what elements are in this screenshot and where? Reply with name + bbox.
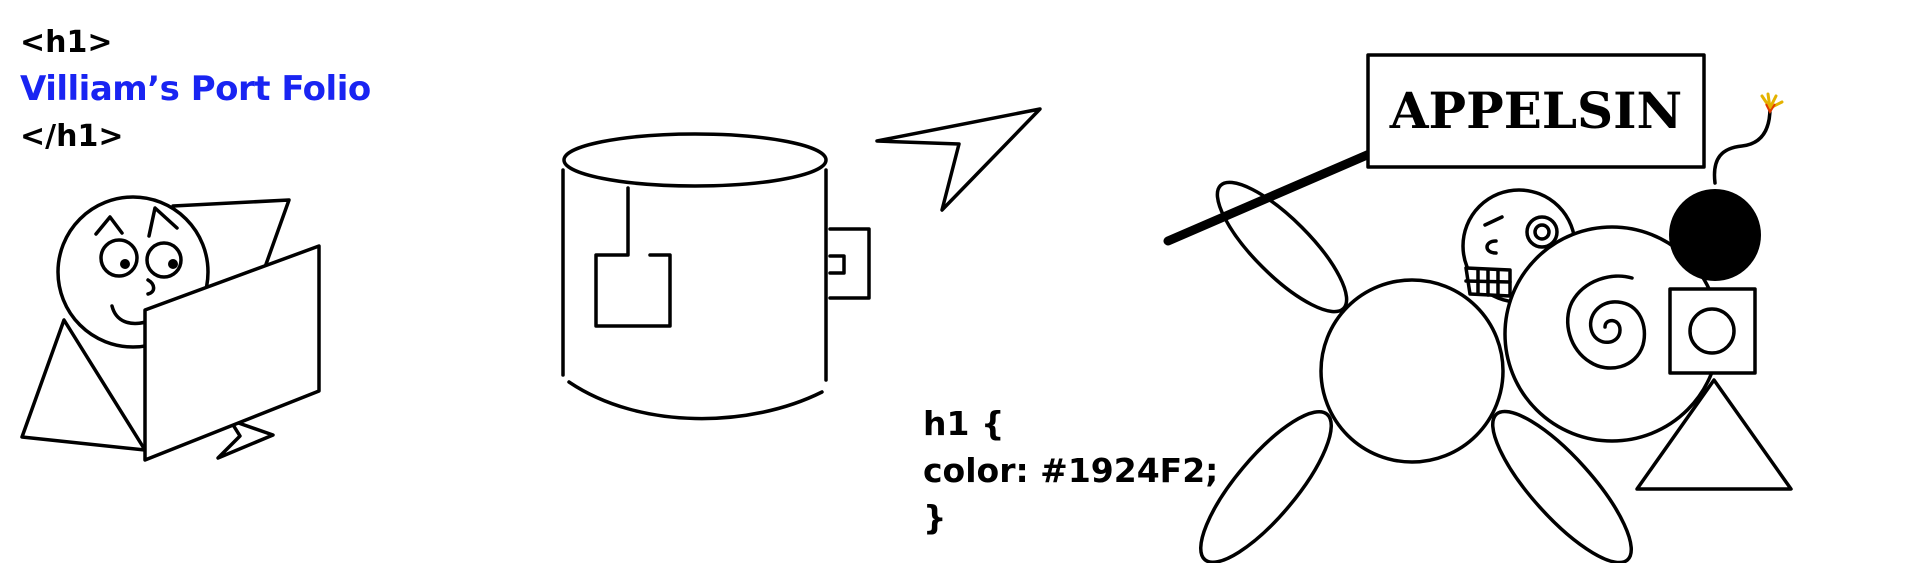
page-title: Villiam’s Port Folio xyxy=(20,69,371,109)
bomb-icon xyxy=(1635,92,1793,491)
h1-close-tag: </h1> xyxy=(20,119,124,154)
paper-plane-icon xyxy=(875,107,1042,212)
h1-open-tag: <h1> xyxy=(20,25,113,60)
person-reading-icon xyxy=(20,195,321,462)
css-line-property: color: #1924F2; xyxy=(923,451,1219,490)
mug-icon xyxy=(561,132,871,421)
creature-holding-sign-icon: APPELSIN xyxy=(1163,53,1721,563)
css-line-close: } xyxy=(923,498,947,537)
sign-label: APPELSIN xyxy=(1389,81,1682,140)
css-line-selector: h1 { xyxy=(923,404,1005,443)
css-code-block: h1 { color: #1924F2; } xyxy=(923,400,1218,541)
